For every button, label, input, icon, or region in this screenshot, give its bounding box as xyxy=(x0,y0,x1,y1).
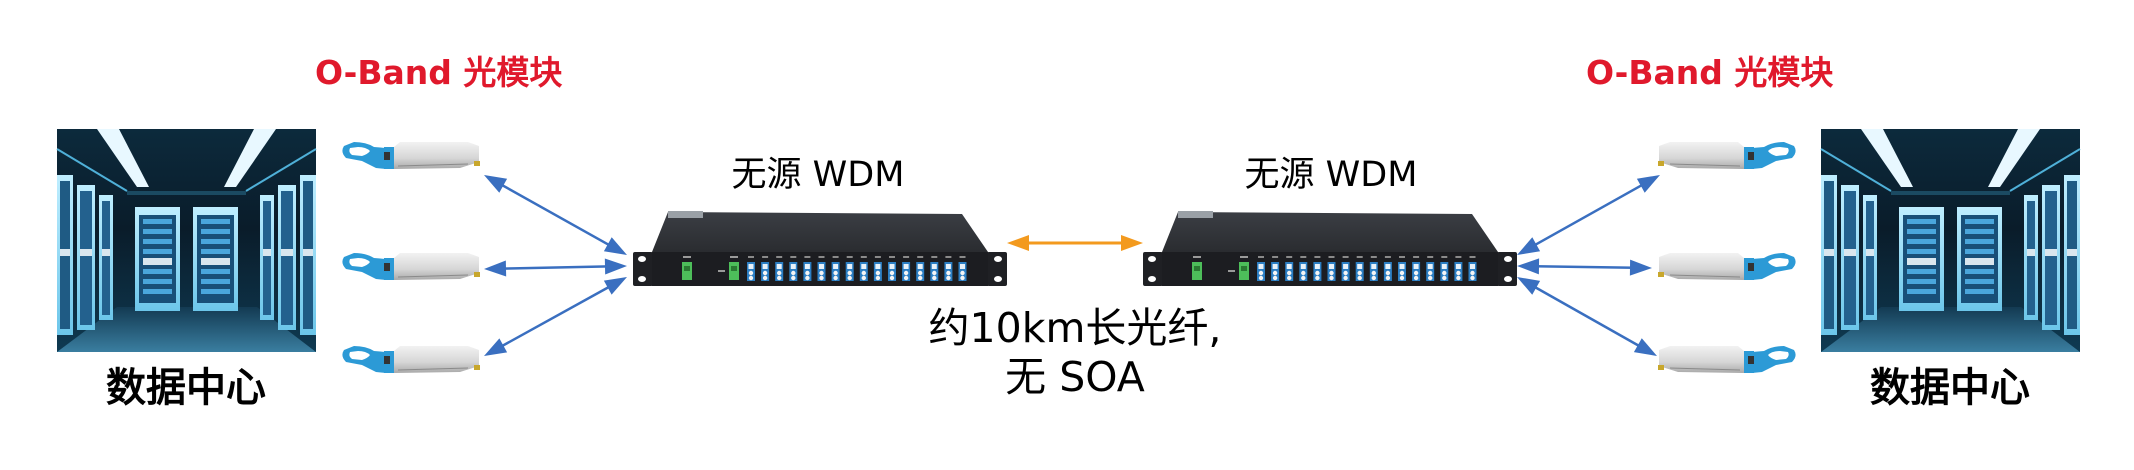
left-wdm-port xyxy=(859,256,868,281)
right-arrow-3 xyxy=(1517,277,1657,356)
right-wdm-port xyxy=(1398,256,1406,281)
right-arrow-3-head-start xyxy=(1517,277,1541,295)
left-wdm-label: 无源 WDM xyxy=(731,155,905,195)
right-module-2 xyxy=(1658,253,1796,280)
left-arrow-2-head-end xyxy=(604,258,627,275)
fiber-link-arrow-head-start xyxy=(1007,235,1029,251)
right-wdm-port xyxy=(1327,256,1336,281)
left-arrow-3 xyxy=(484,277,627,356)
right-wdm-port xyxy=(1341,256,1350,281)
right-module-1 xyxy=(1658,142,1796,169)
left-arrow-2-head-start xyxy=(484,260,507,277)
left-wdm-port xyxy=(916,256,925,281)
right-wdm-port xyxy=(1355,256,1364,281)
left-datacenter-label: 数据中心 xyxy=(106,365,266,411)
left-wdm-port xyxy=(831,256,840,281)
right-datacenter-label: 数据中心 xyxy=(1870,365,2030,411)
right-arrow-1-head-start xyxy=(1517,237,1541,255)
left-wdm-port xyxy=(761,256,770,281)
right-wdm-label: 无源 WDM xyxy=(1244,155,1418,195)
left-wdm-port xyxy=(803,256,812,281)
right-wdm-unit xyxy=(1143,211,1517,286)
right-wdm-port xyxy=(1383,256,1392,281)
right-module-group-label: O-Band 光模块 xyxy=(1586,53,1834,92)
left-arrow-3-head-end xyxy=(603,277,627,295)
left-arrow-1 xyxy=(484,175,627,255)
left-arrow-2 xyxy=(484,258,627,277)
left-module-group-label: O-Band 光模块 xyxy=(315,53,563,92)
fiber-link-line1: 约10km长光纤, xyxy=(928,304,1222,352)
left-wdm-port xyxy=(958,256,967,281)
right-wdm-port xyxy=(1468,256,1477,281)
right-module-3 xyxy=(1658,346,1796,373)
left-wdm-port xyxy=(888,256,896,281)
right-arrow-2-head-end xyxy=(1629,259,1652,276)
right-wdm-port xyxy=(1299,256,1308,281)
left-wdm-port xyxy=(817,256,826,281)
left-wdm-port xyxy=(930,256,939,281)
left-arrow-3-head-start xyxy=(484,338,508,356)
fiber-link-line2: 无 SOA xyxy=(1005,353,1145,402)
left-wdm-port xyxy=(873,256,882,281)
right-arrow-2 xyxy=(1517,258,1652,276)
right-wdm-port xyxy=(1454,256,1463,281)
right-wdm-port xyxy=(1426,256,1435,281)
left-wdm-port xyxy=(775,256,784,281)
right-wdm-port xyxy=(1285,256,1294,281)
right-arrow-1-head-end xyxy=(1636,175,1660,193)
right-wdm-port xyxy=(1440,256,1449,281)
fiber-link-label: 约10km长光纤, 无 SOA xyxy=(865,304,1285,402)
right-wdm-port xyxy=(1271,256,1280,281)
left-wdm-unit xyxy=(633,211,1007,286)
fiber-link-arrow-head-end xyxy=(1121,235,1143,251)
fiber-link-arrow xyxy=(1007,235,1143,251)
right-arrow-3-head-end xyxy=(1633,338,1657,356)
right-wdm-port xyxy=(1369,256,1378,281)
right-arrow-1 xyxy=(1517,175,1660,255)
right-arrow-2-head-start xyxy=(1517,258,1540,275)
left-arrow-1-head-start xyxy=(484,175,508,193)
left-wdm-port xyxy=(789,256,798,281)
left-wdm-port xyxy=(944,256,953,281)
left-wdm-port xyxy=(845,256,854,281)
left-datacenter-image xyxy=(56,128,317,353)
right-datacenter-image xyxy=(1820,128,2081,353)
left-wdm-port xyxy=(747,256,755,281)
right-wdm-port xyxy=(1313,256,1322,281)
right-wdm-port xyxy=(1257,256,1265,281)
left-module-1 xyxy=(341,141,481,170)
right-wdm-port xyxy=(1412,256,1421,281)
left-module-2 xyxy=(341,252,481,281)
left-module-3 xyxy=(341,345,481,374)
left-arrow-1-head-end xyxy=(603,237,627,255)
left-wdm-port xyxy=(902,256,911,281)
